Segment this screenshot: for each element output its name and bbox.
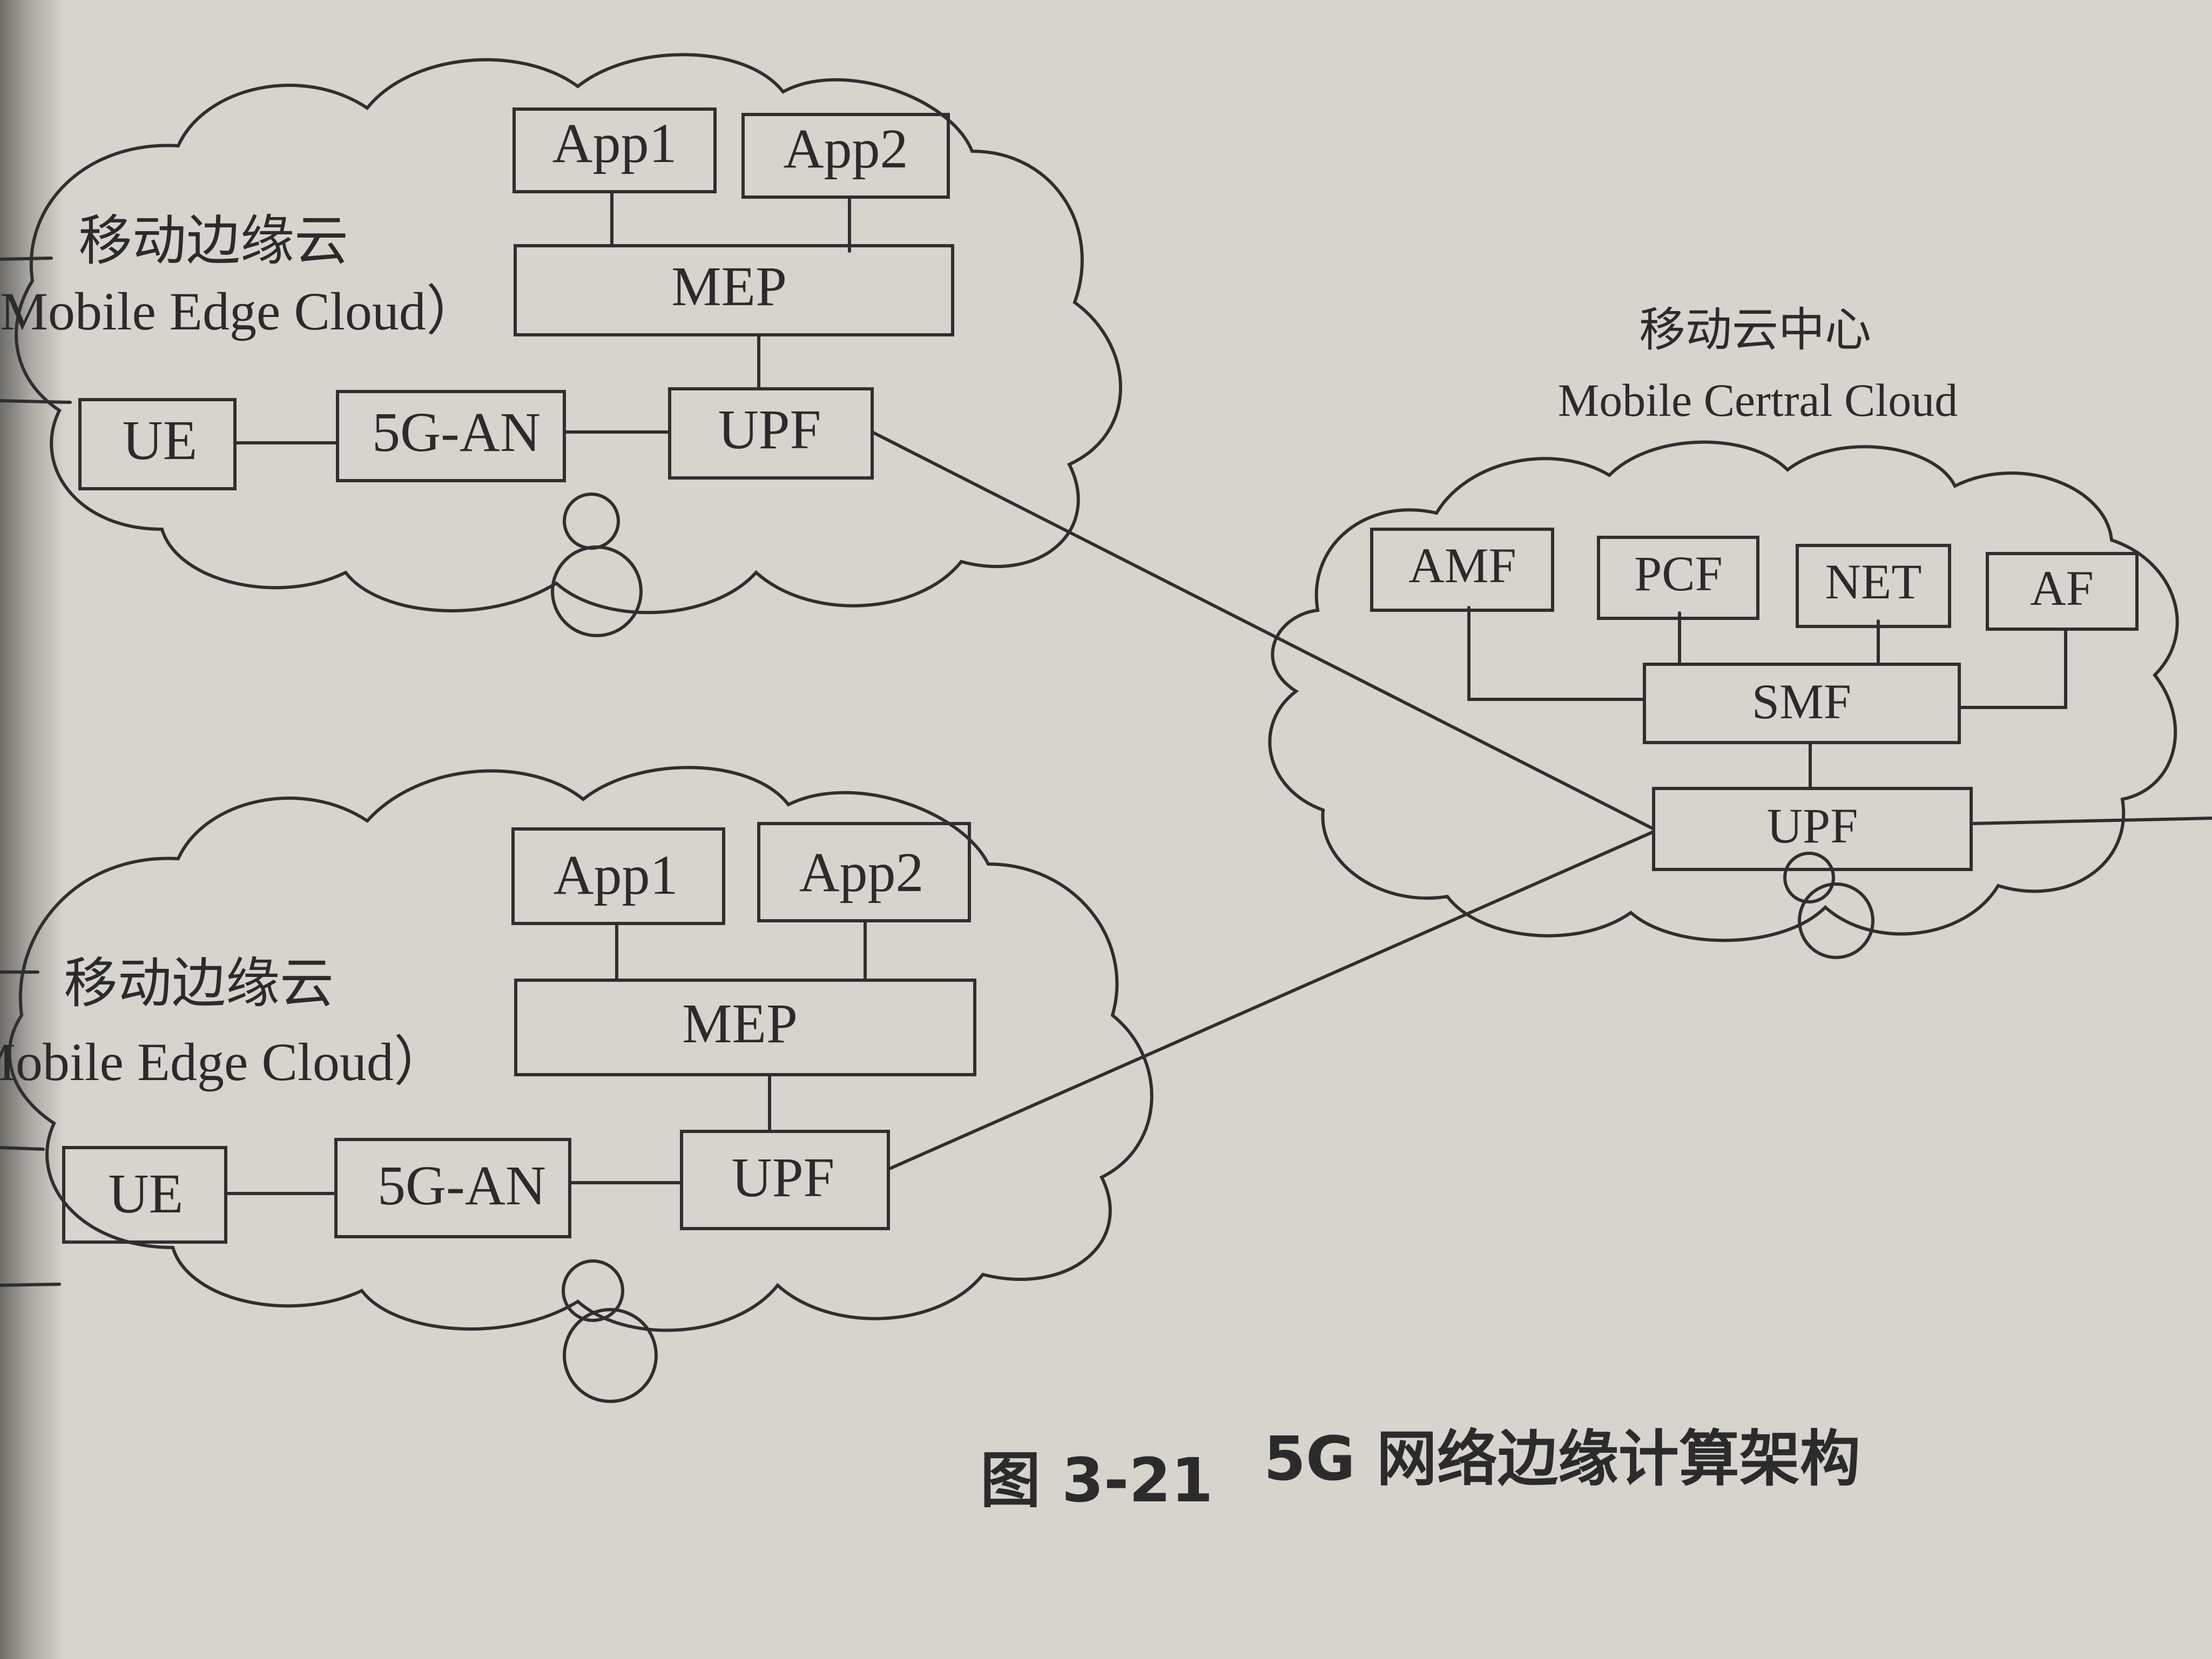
label-app1-top: App1: [552, 112, 677, 174]
cloud-outline-bottom: [8, 766, 1154, 1332]
cloud-bubble-top-large: [551, 545, 643, 637]
title-en-bottom: Mobile Edge Cloud）: [0, 1032, 448, 1092]
box-an-bottom: [334, 1138, 571, 1238]
box-smf: [1643, 663, 1961, 744]
box-mep-top: [514, 244, 954, 336]
label-an-bottom: 5G-AN: [377, 1155, 546, 1217]
cloud-bubble-central-small: [1783, 852, 1835, 903]
title-cn-central: 移动云中心: [1639, 303, 1871, 357]
cloud-outline-central: [1268, 440, 2179, 942]
box-ue-top: [78, 398, 237, 490]
link-af-smf: [1958, 628, 2067, 709]
label-app1-bottom: App1: [553, 844, 678, 906]
box-upf-bottom: [680, 1130, 890, 1230]
label-app2-top: App2: [783, 118, 908, 180]
edge-mark-2: [0, 399, 72, 404]
box-an-top: [336, 390, 566, 482]
label-app2-bottom: App2: [799, 841, 923, 903]
link-upf-external: [1970, 817, 2212, 825]
box-upf-top: [668, 387, 874, 480]
box-ue-bottom: [62, 1146, 227, 1244]
box-net: [1796, 544, 1951, 628]
edge-mark-4: [0, 1146, 45, 1151]
box-app2-top: [741, 113, 950, 199]
link-upf-bottom-to-central: [887, 830, 1655, 1171]
cloud-bubble-bottom-small: [562, 1259, 624, 1322]
label-upf-central: UPF: [1767, 798, 1858, 853]
label-upf-bottom: UPF: [732, 1147, 835, 1209]
label-amf: AMF: [1408, 538, 1516, 593]
cloud-bubble-bottom-large: [563, 1308, 658, 1403]
box-app1-top: [512, 107, 717, 193]
box-af: [1986, 552, 2139, 631]
label-ue-top: UE: [123, 409, 198, 471]
box-pcf: [1597, 536, 1759, 620]
title-cn-bottom: 移动边缘云: [64, 952, 334, 1015]
label-pcf: PCF: [1634, 546, 1723, 601]
title-en-central: Mobile Certral Cloud: [1558, 374, 1958, 426]
box-mep-bottom: [514, 979, 976, 1076]
title-cn-top: 移动边缘云: [78, 209, 348, 272]
label-smf: SMF: [1752, 674, 1851, 729]
label-ue-bottom: UE: [109, 1163, 184, 1225]
label-upf-top: UPF: [718, 399, 821, 461]
edge-mark-5: [0, 1283, 61, 1287]
label-net: NET: [1825, 554, 1922, 609]
edge-mark-1: [0, 257, 53, 261]
box-upf-central: [1652, 787, 1973, 871]
link-amf-smf: [1467, 606, 1646, 701]
title-en-top: Mobile Edge Cloud）: [0, 281, 480, 341]
figure-caption: 5G 网络边缘计算架构: [1264, 1424, 1860, 1494]
box-amf: [1370, 528, 1554, 612]
label-mep-top: MEP: [671, 255, 787, 318]
cloud-outline-top: [15, 53, 1122, 615]
box-app1-bottom: [511, 827, 725, 925]
label-mep-bottom: MEP: [682, 993, 798, 1055]
label-an-top: 5G-AN: [372, 401, 541, 463]
link-upf-top-to-central: [871, 430, 1655, 831]
cloud-bubble-central-large: [1798, 882, 1874, 959]
cloud-bubble-top-small: [563, 493, 620, 550]
figure-number: 图 3-21: [980, 1446, 1213, 1516]
label-af: AF: [2030, 561, 2094, 616]
box-app2-bottom: [757, 822, 971, 922]
